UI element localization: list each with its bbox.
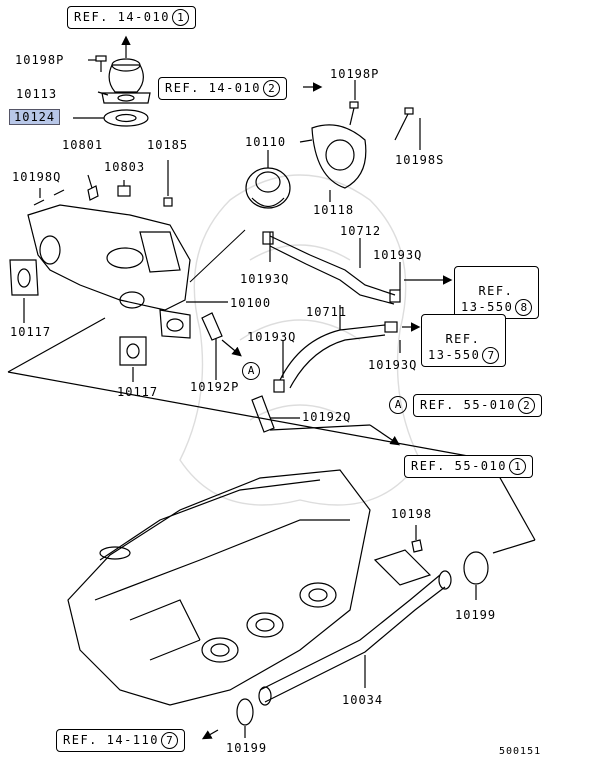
- bolt-10198P-b: [349, 101, 359, 126]
- ref-circle-number: 2: [262, 80, 280, 97]
- part-label-10198P-b[interactable]: 10198P: [330, 67, 380, 81]
- part-label-10192P[interactable]: 10192P: [190, 380, 240, 394]
- ref-text: REF. 55-010: [420, 398, 516, 412]
- callout-a-2: A: [389, 396, 407, 414]
- part-label-10117-a[interactable]: 10117: [10, 325, 52, 339]
- part-label-10100[interactable]: 10100: [230, 296, 272, 310]
- part-label-10034[interactable]: 10034: [342, 693, 384, 707]
- sensor-10803: [117, 180, 131, 197]
- part-label-10193Q-b[interactable]: 10193Q: [240, 272, 290, 286]
- part-label-10124-highlighted[interactable]: 10124: [9, 109, 61, 125]
- plug-10185: [163, 160, 173, 207]
- housing-10118: [311, 124, 367, 189]
- ref-circle-number: 7: [160, 732, 178, 749]
- ref-circle-number: 7: [482, 347, 500, 364]
- part-label-10118[interactable]: 10118: [313, 203, 355, 217]
- part-label-10192Q[interactable]: 10192Q: [302, 410, 352, 424]
- part-label-10803[interactable]: 10803: [104, 160, 146, 174]
- part-label-10801[interactable]: 10801: [62, 138, 104, 152]
- ref-circle-number: 8: [515, 299, 533, 316]
- ref-circle-number: 2: [517, 397, 535, 414]
- part-label-10198P-a[interactable]: 10198P: [15, 53, 65, 67]
- part-label-10198[interactable]: 10198: [391, 507, 433, 521]
- part-label-10198Q[interactable]: 10198Q: [12, 170, 62, 184]
- ref-text: REF. 14-010: [74, 10, 170, 24]
- ref-circle-number: 1: [508, 458, 526, 475]
- bolt-10198S: [394, 107, 414, 141]
- part-label-10193Q-c[interactable]: 10193Q: [247, 330, 297, 344]
- hose-10711: [273, 321, 398, 393]
- part-label-10185[interactable]: 10185: [147, 138, 189, 152]
- bolt-10198: [411, 539, 423, 553]
- ref-text: REF. 14-010: [165, 81, 261, 95]
- gasket-10117-b: [119, 336, 147, 366]
- hose-10712: [262, 231, 401, 305]
- thermostat-10110: [245, 167, 291, 209]
- part-label-10117-b[interactable]: 10117: [117, 385, 159, 399]
- part-label-10712[interactable]: 10712: [340, 224, 382, 238]
- part-label-10711[interactable]: 10711: [306, 305, 348, 319]
- water-outlet-fitting: [101, 58, 151, 104]
- callout-a-1: A: [242, 362, 260, 380]
- part-label-10198S[interactable]: 10198S: [395, 153, 445, 167]
- ref-circle-number: 1: [171, 9, 189, 26]
- part-label-10110[interactable]: 10110: [245, 135, 287, 149]
- part-label-10199-b[interactable]: 10199: [226, 741, 268, 755]
- water-pipe-10034: [258, 549, 452, 706]
- gasket-10124: [103, 109, 149, 127]
- bolts-10198Q: [33, 189, 65, 206]
- sensor-10801: [87, 174, 99, 201]
- fitting-10192P: [201, 312, 223, 341]
- bolt-10198P-a: [95, 55, 107, 72]
- ref-text: REF. 14-110: [63, 733, 159, 747]
- ref-text: REF. 13-550: [461, 284, 514, 314]
- water-manifold-10100: [27, 204, 191, 339]
- part-label-10199-a[interactable]: 10199: [455, 608, 497, 622]
- o-ring-10199-a: [463, 551, 489, 585]
- fitting-10192Q: [251, 395, 275, 433]
- part-label-10113[interactable]: 10113: [16, 87, 58, 101]
- engine-cylinder-head: [67, 469, 371, 706]
- part-label-10193Q-d[interactable]: 10193Q: [368, 358, 418, 372]
- o-ring-10199-b: [236, 698, 254, 726]
- ref-text: REF. 13-550: [428, 332, 481, 362]
- ref-text: REF. 55-010: [411, 459, 507, 473]
- diagram-id: 500151: [499, 746, 542, 757]
- part-label-10193Q-a[interactable]: 10193Q: [373, 248, 423, 262]
- highlight-label-text: 10124: [9, 109, 61, 125]
- watermark-emblem: [179, 174, 421, 506]
- gasket-10117-a: [9, 259, 39, 296]
